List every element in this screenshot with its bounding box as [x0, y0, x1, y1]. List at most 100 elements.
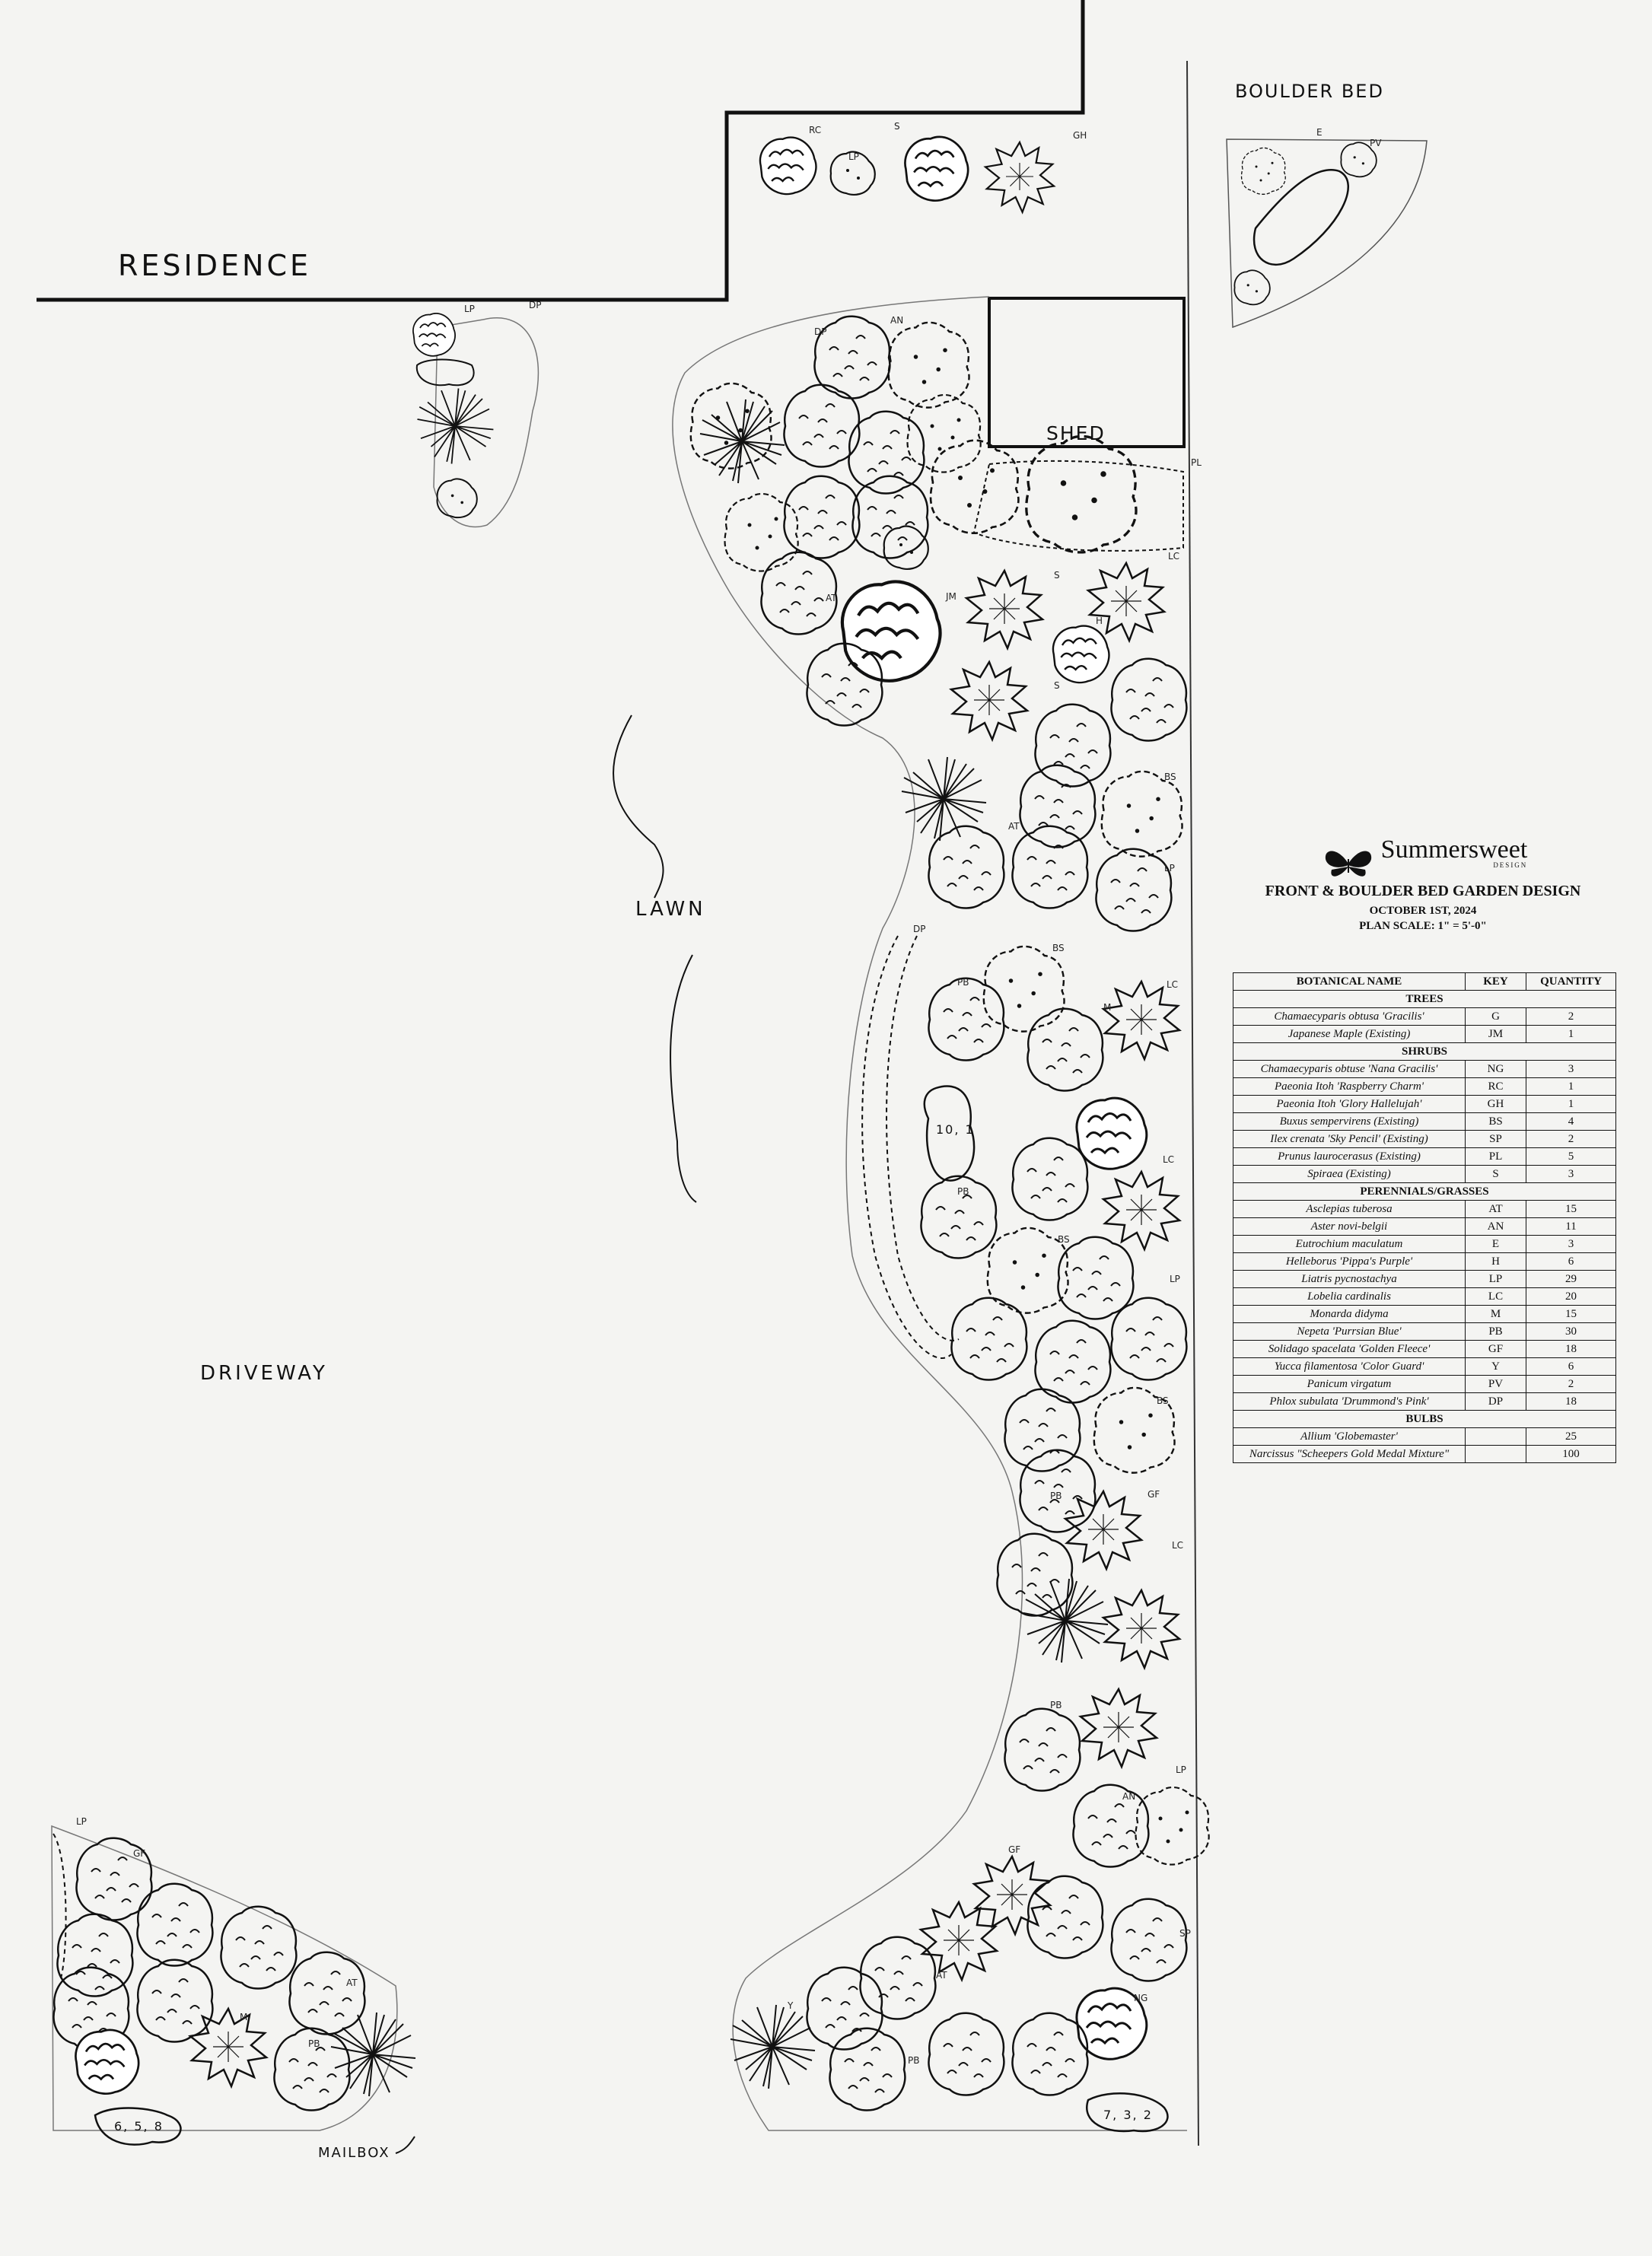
plant-code-label: DP	[814, 326, 826, 337]
plant-code-label: AT	[346, 1978, 358, 1988]
plant-code-label: AN	[1122, 1791, 1135, 1802]
lawn-edge-line	[670, 954, 697, 1203]
design-date: OCTOBER 1ST, 2024	[1369, 905, 1477, 917]
bulb-marker-shape	[1086, 2092, 1169, 2133]
plant-code-label: H	[1096, 616, 1103, 626]
brand-logo: Summersweet DESIGN	[1240, 837, 1628, 870]
table-section-row: BULBS	[1233, 1410, 1616, 1428]
table-section-row: PERENNIALS/GRASSES	[1233, 1182, 1616, 1201]
plant-code-label: LP	[1164, 863, 1175, 873]
botanical-name-cell: Solidago spacelata 'Golden Fleece'	[1233, 1340, 1466, 1358]
boulder-bed-outline	[1226, 138, 1428, 329]
key-cell: AN	[1465, 1217, 1526, 1236]
plant-code-label: BS	[1052, 943, 1065, 953]
panicum-symbol	[1233, 269, 1271, 306]
botanical-name-cell: Liatris pycnostachya	[1233, 1270, 1466, 1288]
botanical-name-cell: Ilex crenata 'Sky Pencil' (Existing)	[1233, 1130, 1466, 1148]
plant-code-label: BS	[1164, 772, 1176, 782]
shed-outline	[988, 297, 1186, 448]
main-bed-outline	[672, 296, 1187, 2131]
plant-code-label: PL	[1191, 457, 1202, 468]
botanical-name-cell: Buxus sempervirens (Existing)	[1233, 1112, 1466, 1131]
plant-code-label: Y	[787, 2000, 794, 2011]
quantity-cell: 6	[1526, 1252, 1616, 1271]
botanical-name-cell: Lobelia cardinalis	[1233, 1287, 1466, 1306]
plant-code-label: LP	[1176, 1764, 1186, 1775]
quantity-cell: 3	[1526, 1235, 1616, 1253]
quantity-cell: 3	[1526, 1060, 1616, 1078]
plant-code-label: LC	[1168, 551, 1179, 562]
quantity-cell: 2	[1526, 1007, 1616, 1026]
botanical-name-cell: Phlox subulata 'Drummond's Pink'	[1233, 1392, 1466, 1411]
table-header-row: BOTANICAL NAME KEY QUANTITY	[1233, 972, 1616, 991]
key-cell: GF	[1465, 1340, 1526, 1358]
quantity-cell: 5	[1526, 1147, 1616, 1166]
botanical-name-cell: Narcissus "Scheepers Gold Medal Mixture"	[1233, 1445, 1466, 1463]
plant-code-label: PV	[1370, 138, 1382, 148]
lawn-edge-line	[613, 714, 664, 899]
key-cell: SP	[1465, 1130, 1526, 1148]
plant-code-label: S	[1054, 680, 1060, 691]
plant-code-label: NG	[1134, 1993, 1147, 2003]
table-row: Narcissus "Scheepers Gold Medal Mixture"…	[1233, 1445, 1616, 1463]
key-cell: PB	[1465, 1322, 1526, 1341]
plant-code-label: AT	[1008, 821, 1020, 832]
plant-code-label: PB	[1050, 1491, 1062, 1501]
mailbox-bed	[51, 1825, 416, 2146]
key-cell: S	[1465, 1165, 1526, 1183]
section-title: BULBS	[1233, 1410, 1616, 1428]
quantity-cell: 15	[1526, 1200, 1616, 1218]
main-bed-plants	[689, 315, 1210, 2111]
plant-code-label: GF	[1008, 1844, 1020, 1855]
plant-code-label: LP	[1170, 1274, 1180, 1284]
botanical-name-cell: Helleborus 'Pippa's Purple'	[1233, 1252, 1466, 1271]
quantity-cell: 6	[1526, 1357, 1616, 1376]
quantity-cell: 30	[1526, 1322, 1616, 1341]
brand-subtitle: DESIGN	[1493, 861, 1528, 869]
quantity-cell: 1	[1526, 1077, 1616, 1096]
botanical-name-cell: Paeonia Itoh 'Glory Hallelujah'	[1233, 1095, 1466, 1113]
eutrochium-symbol	[1240, 147, 1286, 196]
plant-code-label: AT	[936, 1970, 947, 1981]
boulder-bed-label: BOULDER BED	[1235, 81, 1384, 102]
plant-code-label: AT	[826, 593, 837, 603]
quantity-cell: 18	[1526, 1340, 1616, 1358]
key-cell: Y	[1465, 1357, 1526, 1376]
plant-code-label: DP	[529, 300, 541, 310]
plant-code-label: LP	[76, 1816, 87, 1827]
plant-code-label: PB	[308, 2038, 320, 2049]
plant-code-label: JM	[945, 591, 957, 602]
shed-label: SHED	[1046, 422, 1106, 444]
botanical-name-cell: Spiraea (Existing)	[1233, 1165, 1466, 1183]
quantity-cell: 25	[1526, 1427, 1616, 1446]
quantity-cell: 2	[1526, 1130, 1616, 1148]
table-section-row: TREES	[1233, 990, 1616, 1008]
key-cell: NG	[1465, 1060, 1526, 1078]
plant-code-label: PB	[957, 1186, 969, 1197]
plant-code-label: GF	[133, 1848, 145, 1859]
botanical-name-cell: Aster novi-belgii	[1233, 1217, 1466, 1236]
key-cell: JM	[1465, 1025, 1526, 1043]
botanical-name-cell: Chamaecyparis obtusa 'Gracilis'	[1233, 1007, 1466, 1026]
plant-code-label: DP	[913, 924, 925, 934]
key-cell: RC	[1465, 1077, 1526, 1096]
plant-code-label: LC	[1167, 979, 1178, 990]
quantity-cell: 100	[1526, 1445, 1616, 1463]
section-title: TREES	[1233, 990, 1616, 1008]
quantity-cell: 4	[1526, 1112, 1616, 1131]
table-section-row: SHRUBS	[1233, 1042, 1616, 1061]
bulb-marker-shape	[923, 1085, 976, 1182]
column-header: QUANTITY	[1526, 972, 1616, 991]
key-cell: G	[1465, 1007, 1526, 1026]
